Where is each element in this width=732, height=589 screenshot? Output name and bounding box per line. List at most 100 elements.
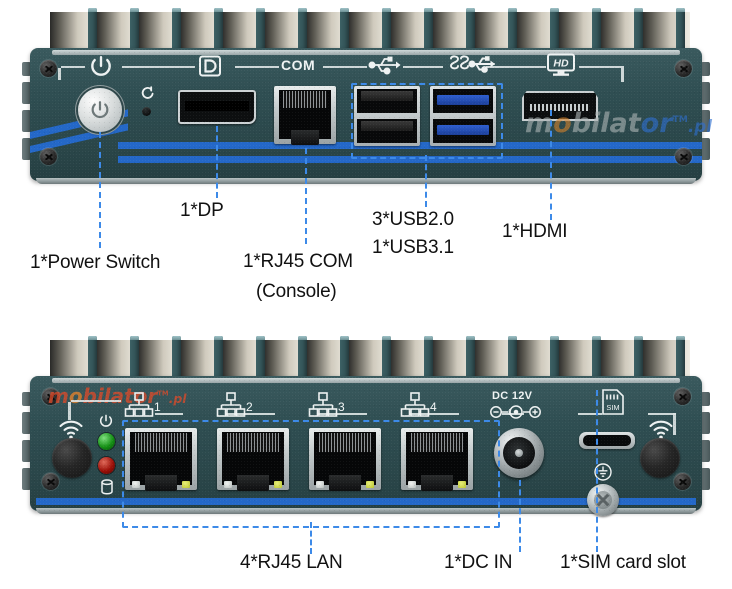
power-switch-button[interactable]	[78, 88, 122, 132]
silkscreen-rule-i	[621, 68, 624, 82]
dc-in-jack[interactable]	[494, 428, 544, 478]
rear-rule-f	[410, 413, 459, 415]
watermark-bilat: bilat	[571, 108, 641, 139]
hdmi-connector[interactable]	[522, 91, 598, 121]
rear-rule-d	[226, 413, 275, 415]
reset-pinhole[interactable]	[142, 107, 151, 116]
svg-text:HD: HD	[553, 58, 569, 70]
callout-usb20-label: 3*USB2.0	[372, 209, 454, 230]
reset-loop-icon	[140, 86, 156, 102]
lan-port-3[interactable]	[309, 428, 381, 491]
antenna-blank-right	[640, 438, 680, 478]
lan-network-icon-1	[124, 392, 154, 418]
leader-dc-in	[519, 480, 521, 552]
silkscreen-rule-e	[323, 66, 367, 68]
silkscreen-rule-g	[486, 66, 546, 68]
chassis-ear-left-bot	[22, 138, 31, 160]
usb-superspeed-icon	[448, 52, 496, 76]
svg-text:SIM: SIM	[606, 403, 619, 412]
rear-rule-j	[673, 413, 676, 435]
lan-group-callout-box	[122, 420, 500, 528]
chassis-screw-rear-tl	[42, 388, 59, 405]
callout-sim-label: 1*SIM card slot	[560, 552, 686, 573]
leader-usb	[425, 155, 427, 207]
watermark-tld: .pl	[687, 116, 713, 136]
callout-rj45-com-label-line2: (Console)	[256, 281, 337, 302]
lan-port-1[interactable]	[125, 428, 197, 491]
chassis-ear-left-mid	[22, 82, 31, 104]
chassis-ear-right-bot	[701, 138, 710, 160]
silkscreen-rule-d	[235, 66, 279, 68]
leader-dp	[216, 126, 218, 198]
callout-power-switch-label: 1*Power Switch	[30, 252, 161, 273]
power-symbol-icon	[88, 54, 114, 80]
silkscreen-rule-a	[58, 68, 61, 80]
usb3-stack-connector[interactable]	[430, 86, 496, 146]
usb-trident-icon	[368, 54, 402, 76]
rear-io-panel: mobilatorTM.pl 1 2	[0, 310, 732, 589]
watermark-front: mobilatorTM.pl	[525, 108, 712, 139]
dc-center-positive-icon	[490, 404, 542, 420]
chassis-screw-rear-bl	[42, 473, 59, 490]
lan-network-icon-2	[216, 392, 246, 418]
usb2-stack-connector[interactable]	[354, 86, 420, 146]
leader-hdmi	[550, 110, 552, 220]
callout-dp-label: 1*DP	[180, 200, 224, 221]
lan-number-2: 2	[246, 400, 253, 414]
silkscreen-rule-b	[61, 66, 85, 68]
power-symbol-icon-rear	[98, 413, 114, 429]
chassis-ear-rear-right-bot	[701, 468, 710, 490]
callout-usb31-label: 1*USB3.1	[372, 237, 454, 258]
leader-lan	[310, 522, 312, 554]
watermark-m: m	[525, 108, 554, 139]
rear-rule-c	[155, 413, 183, 415]
callout-rj45-com-label-line1: 1*RJ45 COM	[243, 251, 353, 272]
silkscreen-rule-c	[122, 66, 195, 68]
leader-sim	[596, 390, 598, 552]
watermark-rear-m: m	[48, 384, 69, 408]
watermark-rear-bilat: bilat	[82, 384, 134, 408]
displayport-icon	[198, 55, 222, 77]
lan-network-icon-3	[308, 392, 338, 418]
wifi-antenna-icon-left	[58, 420, 84, 440]
rear-rule-h	[578, 413, 602, 415]
leader-rj45-com	[305, 148, 307, 244]
chassis-ear-rear-right-top	[701, 392, 710, 406]
lan-network-icon-4	[400, 392, 430, 418]
usb-group-callout-box	[351, 83, 503, 159]
chassis-ear-right-mid	[701, 82, 710, 104]
chassis-ear-right-top	[701, 62, 710, 76]
rear-rule-a	[68, 402, 71, 420]
callout-hdmi-label: 1*HDMI	[502, 221, 568, 242]
chassis-ear-rear-right-mid	[701, 412, 710, 434]
chassis-ear-rear-left-low	[22, 440, 31, 462]
decor-stripe-4	[118, 156, 702, 163]
rj45-com-connector[interactable]	[274, 86, 336, 145]
hdd-led	[98, 457, 115, 474]
watermark-o: o	[553, 108, 572, 139]
lan-port-4[interactable]	[401, 428, 473, 491]
dc-12v-silkscreen-label: DC 12V	[492, 390, 533, 402]
earth-ground-icon	[593, 462, 613, 482]
chassis-ear-right-low	[701, 110, 710, 132]
hard-disk-icon	[100, 479, 114, 495]
antenna-blank-left	[52, 438, 92, 478]
callout-dc-in-label: 1*DC IN	[444, 552, 513, 573]
lan-number-4: 4	[430, 400, 437, 414]
chassis-screw-front-tl	[40, 60, 57, 77]
sim-card-icon: SIM	[601, 388, 625, 416]
chassis-ear-left-top	[22, 62, 31, 76]
rear-rule-g	[502, 413, 524, 415]
watermark-or: or	[640, 108, 673, 139]
chassis-screw-front-br	[675, 148, 692, 165]
com-silkscreen-label: COM	[281, 57, 316, 73]
power-led	[98, 433, 115, 450]
lan-port-2[interactable]	[217, 428, 289, 491]
rear-rule-b	[71, 400, 121, 402]
lan-number-3: 3	[338, 400, 345, 414]
sim-card-slot[interactable]	[579, 432, 635, 449]
silkscreen-rule-f	[403, 66, 443, 68]
watermark-rear-o: o	[68, 384, 83, 408]
displayport-connector[interactable]	[178, 90, 256, 124]
chassis-ear-left-low	[22, 110, 31, 132]
